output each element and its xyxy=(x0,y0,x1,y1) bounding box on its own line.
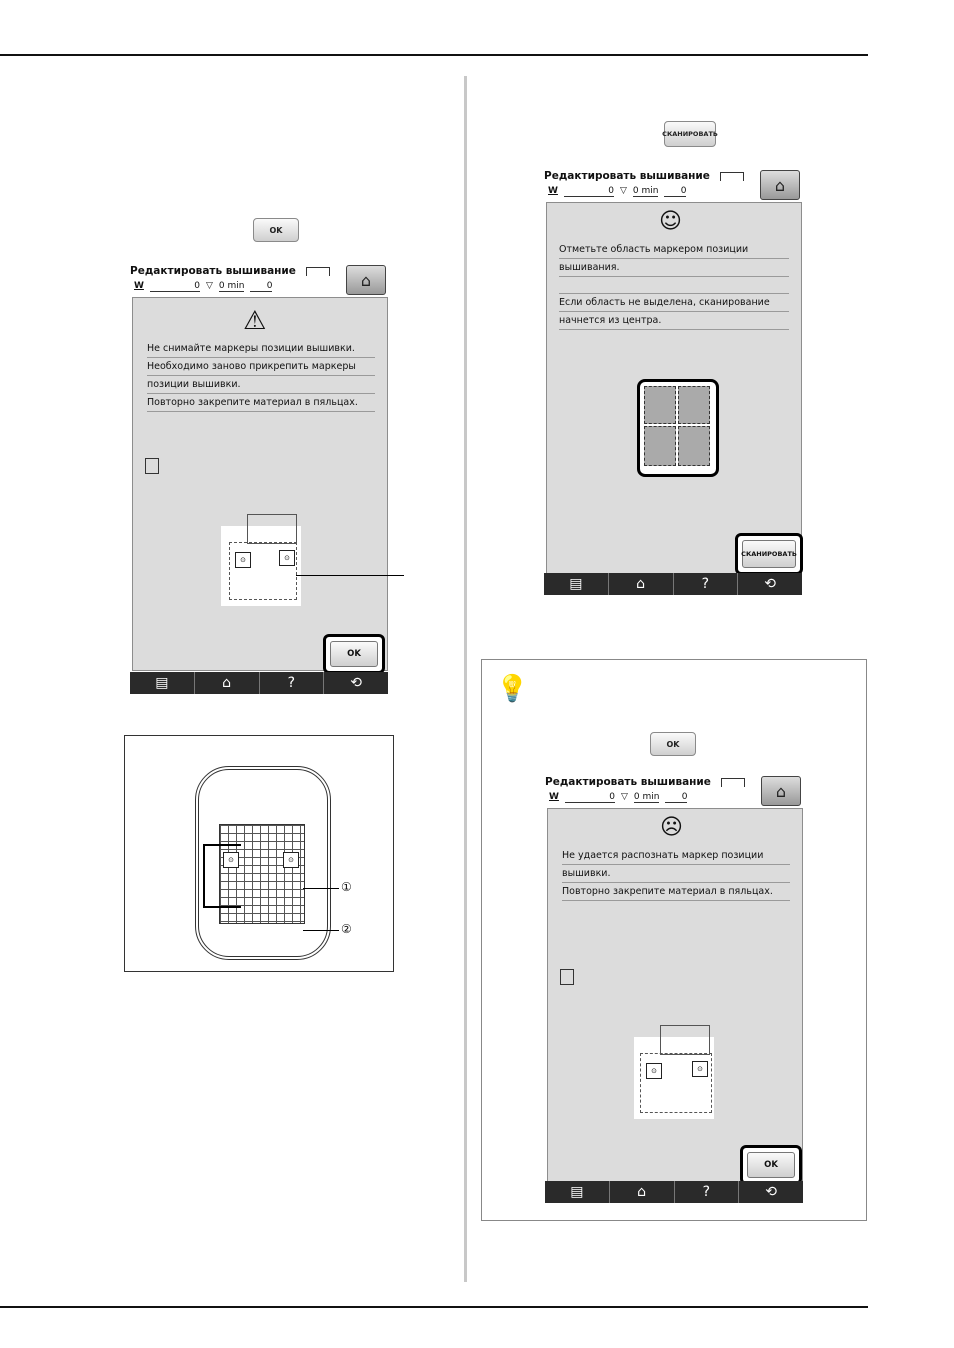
thread-icon: ▽ xyxy=(619,186,627,196)
bottom-toolbar: ▤ ⌂ ? ⟲ xyxy=(545,1181,803,1203)
ok-button-highlight[interactable]: OK xyxy=(740,1145,802,1185)
screen-body: ☹ Не удается распознать маркер позиции в… xyxy=(547,808,803,1185)
callout-line xyxy=(296,575,404,576)
marker-icon: ⊙ xyxy=(279,550,295,566)
screen-title: Редактировать вышивание xyxy=(130,265,296,277)
inline-scan-button-image: СКАНИРОВАТЬ xyxy=(662,121,718,147)
scan-button[interactable]: СКАНИРОВАТЬ xyxy=(741,540,797,568)
callout-2: ② xyxy=(341,922,352,936)
screen-title: Редактировать вышивание xyxy=(544,170,710,182)
scan-button-highlight[interactable]: СКАНИРОВАТЬ xyxy=(735,533,803,575)
marker-preview: ⊙ ⊙ xyxy=(221,514,301,606)
marker-icon: ⊙ xyxy=(235,552,251,568)
document-icon[interactable]: ▤ xyxy=(130,672,195,694)
column-divider xyxy=(464,76,467,1282)
document-icon[interactable]: ▤ xyxy=(544,573,609,595)
scan-area-highlight xyxy=(637,379,719,477)
home-icon[interactable]: ⌂ xyxy=(346,265,386,295)
screen-1: Редактировать вышивание ⌂ W 0 ▽ 0 min 0 … xyxy=(130,265,404,695)
settings-icon[interactable]: ⟲ xyxy=(350,675,362,691)
settings-icon[interactable]: ⟲ xyxy=(764,576,776,592)
screen-2: Редактировать вышивание ⌂ W 0 ▽ 0 min 0 … xyxy=(544,170,803,595)
hoop-illustration: ⊙ ⊙ ① ② xyxy=(124,735,394,972)
machine-icon[interactable]: ⌂ xyxy=(609,573,674,595)
marker-icon: ⊙ xyxy=(283,852,299,868)
screen-body: ⚠ Не снимайте маркеры позиции вышивки. Н… xyxy=(132,297,388,674)
message-text: Не удается распознать маркер позиции выш… xyxy=(562,847,790,901)
document-icon[interactable]: ▤ xyxy=(545,1181,610,1203)
ok-button[interactable]: OK xyxy=(330,641,378,667)
status-bar: W 0 ▽ 0 min 0 xyxy=(549,791,688,803)
hoop-icon xyxy=(145,458,159,474)
hoop-icon xyxy=(560,969,574,985)
hoop-size-icon xyxy=(721,778,745,787)
machine-icon[interactable]: ⌂ xyxy=(610,1181,675,1203)
screen-title: Редактировать вышивание xyxy=(545,776,711,788)
home-icon[interactable]: ⌂ xyxy=(760,170,800,200)
top-rule xyxy=(0,54,868,56)
callout-1: ① xyxy=(341,880,352,894)
help-icon[interactable]: ? xyxy=(260,672,325,694)
thread-icon: ▽ xyxy=(620,792,628,802)
status-bar: W 0 ▽ 0 min 0 xyxy=(134,280,273,292)
ok-button[interactable]: OK xyxy=(747,1152,795,1178)
tip-box: 💡 OK Редактировать вышивание ⌂ W 0 ▽ 0 m… xyxy=(481,659,867,1221)
smile-face-icon: ☺ xyxy=(659,209,682,234)
sad-face-icon: ☹ xyxy=(660,815,683,840)
hoop-size-icon xyxy=(720,172,744,181)
warning-icon: ⚠ xyxy=(243,306,267,336)
status-bar: W 0 ▽ 0 min 0 xyxy=(548,185,687,197)
marker-icon: ⊙ xyxy=(223,852,239,868)
message-text: Не снимайте маркеры позиции вышивки. Нео… xyxy=(147,340,375,412)
lightbulb-icon: 💡 xyxy=(496,674,529,704)
machine-icon[interactable]: ⌂ xyxy=(195,672,260,694)
ok-button-highlight[interactable]: OK xyxy=(323,634,385,674)
inline-ok-button-image: OK xyxy=(650,732,696,756)
screen-body: ☺ Отметьте область маркером позиции выши… xyxy=(546,202,803,575)
message-text: Отметьте область маркером позиции вышива… xyxy=(559,241,789,330)
bottom-toolbar: ▤ ⌂ ? ⟲ xyxy=(544,573,802,595)
marker-icon: ⊙ xyxy=(646,1063,662,1079)
settings-icon[interactable]: ⟲ xyxy=(765,1184,777,1200)
marker-preview: ⊙ ⊙ xyxy=(634,1025,714,1119)
screen-3: Редактировать вышивание ⌂ W 0 ▽ 0 min 0 … xyxy=(545,776,803,1204)
bottom-toolbar: ▤ ⌂ ? ⟲ xyxy=(130,672,388,694)
bottom-rule xyxy=(0,1306,868,1308)
inline-ok-button-image: OK xyxy=(253,218,299,242)
marker-icon: ⊙ xyxy=(692,1061,708,1077)
help-icon[interactable]: ? xyxy=(674,573,739,595)
hoop-size-icon xyxy=(306,267,330,276)
help-icon[interactable]: ? xyxy=(675,1181,740,1203)
home-icon[interactable]: ⌂ xyxy=(761,776,801,806)
thread-icon: ▽ xyxy=(205,281,213,291)
